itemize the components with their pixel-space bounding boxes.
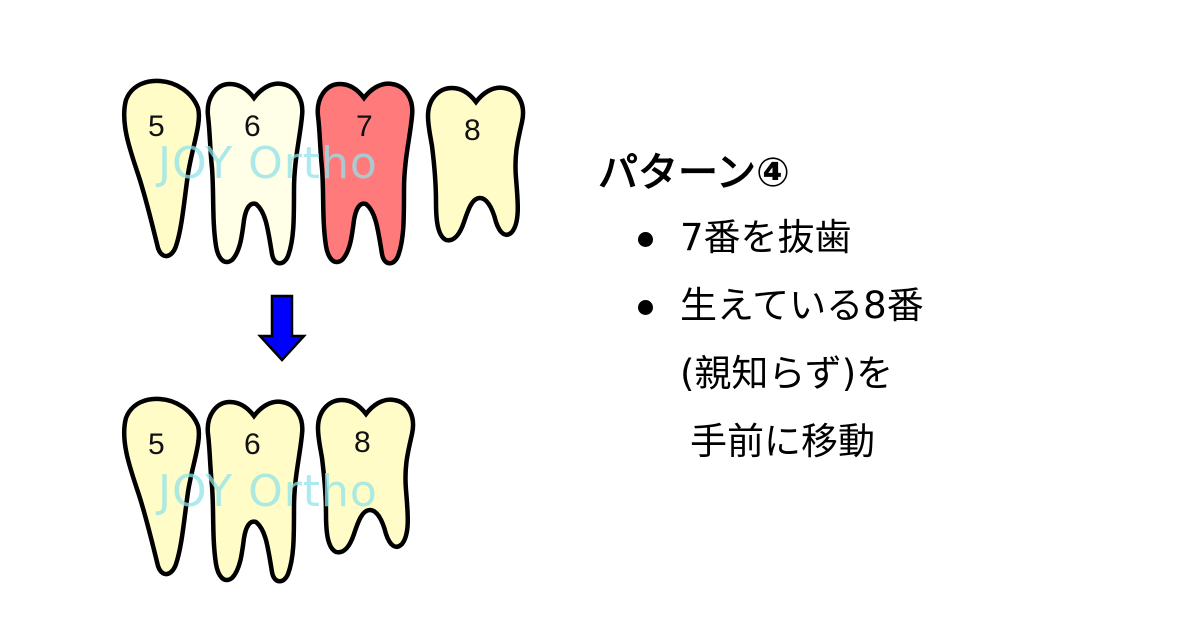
tooth-8-before: 8 (428, 88, 523, 241)
tooth-diagram: 5 6 7 8 JOY Ortho 5 (0, 0, 600, 630)
tooth-5-before: 5 (124, 81, 199, 256)
tooth-8-after: 8 (318, 400, 413, 553)
bullet-text: 7番を抜歯 (680, 216, 852, 259)
tooth-number: 5 (148, 110, 165, 143)
pattern-description: パターン④ 7番を抜歯 生えている8番 (親知らず)を 手前に移動 (598, 142, 924, 476)
bullet-text-line-3: 手前に移動 (690, 420, 875, 463)
pattern-title: パターン④ (598, 150, 790, 196)
tooth-number: 6 (244, 428, 261, 461)
bullet-list: 7番を抜歯 生えている8番 (親知らず)を 手前に移動 (598, 204, 924, 476)
tooth-7-before-extracted: 7 (318, 84, 413, 264)
tooth-6-before: 6 (208, 84, 303, 264)
tooth-number: 5 (148, 428, 165, 461)
tooth-diagram-svg: 5 6 7 8 JOY Ortho 5 (0, 0, 600, 630)
tooth-5-after: 5 (124, 399, 199, 574)
tooth-6-after: 6 (208, 402, 303, 582)
down-arrow-icon (257, 294, 307, 362)
watermark-text: JOY Ortho (155, 138, 378, 189)
after-row: 5 6 8 JOY Ortho (124, 399, 413, 581)
tooth-number: 8 (354, 426, 371, 459)
bullet-item-extract: 7番を抜歯 (598, 204, 924, 272)
tooth-number: 6 (244, 110, 261, 143)
watermark-text: JOY Ortho (155, 466, 378, 517)
bullet-icon (638, 232, 653, 247)
bullet-text-line-1: 生えている8番 (680, 284, 924, 327)
tooth-number: 8 (464, 114, 481, 147)
bullet-icon (638, 300, 653, 315)
bullet-item-move-wisdom-tooth: 生えている8番 (親知らず)を 手前に移動 (598, 272, 924, 476)
before-row: 5 6 7 8 JOY Ortho (124, 81, 523, 263)
bullet-text-line-2: (親知らず)を (680, 352, 894, 395)
tooth-number: 7 (356, 110, 373, 143)
